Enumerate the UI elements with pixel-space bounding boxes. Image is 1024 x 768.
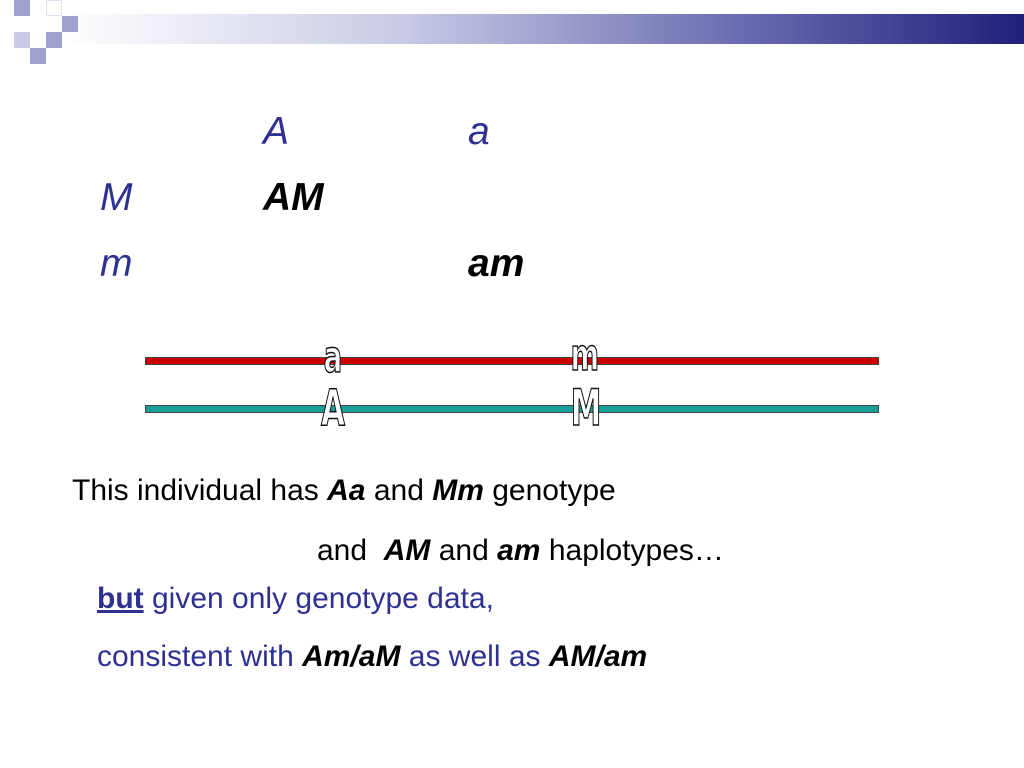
allele-bottom-M: M [570, 379, 602, 437]
text-frag: and [317, 534, 384, 567]
grid-row-M: M [100, 176, 133, 219]
haplotype-AM: AM [383, 534, 431, 567]
text-line-3: but given only genotype data, [97, 584, 494, 614]
allele-top-a: a [323, 332, 343, 383]
text-frag: This individual has [72, 474, 328, 507]
phase-Am-aM: Am/aM [302, 640, 401, 673]
text-frag: as well as [400, 640, 549, 673]
emphasis-but: but [97, 582, 144, 615]
chromosome-bottom [145, 405, 879, 413]
text-frag: genotype [483, 474, 616, 507]
text-line-2: and AM and am haplotypes… [317, 536, 724, 566]
decor-square [62, 16, 78, 32]
text-frag: haplotypes… [540, 534, 724, 567]
decor-square [14, 0, 30, 16]
allele-top-m: m [570, 330, 600, 381]
text-frag: given only genotype data, [143, 582, 494, 615]
decor-square [46, 32, 62, 48]
text-line-1: This individual has Aa and Mm genotype [72, 476, 616, 506]
decor-square [14, 32, 30, 48]
text-frag: consistent with [97, 640, 303, 673]
grid-row-m: m [100, 242, 133, 285]
grid-col-a: a [468, 110, 490, 153]
chromosome-top [145, 357, 879, 365]
decor-square [30, 48, 46, 64]
text-frag: and [365, 474, 433, 507]
decor-square [46, 0, 62, 16]
text-line-4: consistent with Am/aM as well as AM/am [97, 642, 647, 672]
grid-col-A: A [263, 110, 290, 153]
text-frag: and [430, 534, 498, 567]
genotype-Aa: Aa [327, 474, 366, 507]
haplotype-am: am [497, 534, 541, 567]
phase-AM-am: AM/am [548, 640, 648, 673]
decor-square [30, 16, 46, 32]
grid-cell-AM: AM [263, 176, 324, 219]
title-gradient-bar [60, 14, 1024, 44]
genotype-Mm: Mm [432, 474, 484, 507]
grid-cell-am: am [468, 242, 525, 285]
allele-bottom-A: A [320, 379, 346, 437]
